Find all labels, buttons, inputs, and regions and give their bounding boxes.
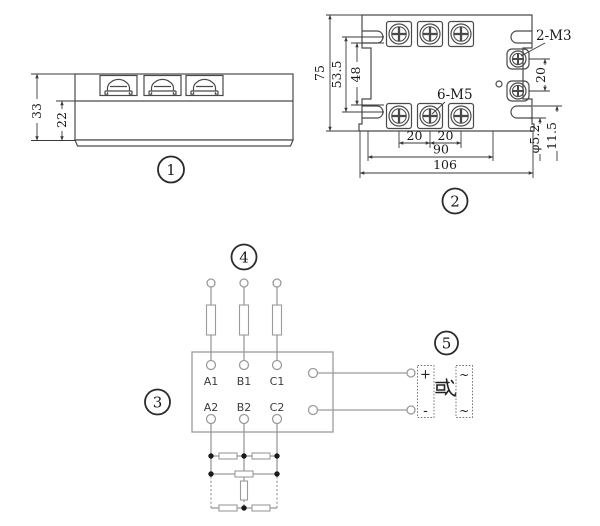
- terminal-b1: B1: [237, 375, 252, 388]
- load-resistor-bc: [251, 452, 271, 460]
- dc-plus-sign: +: [420, 368, 431, 383]
- dim-pitch2-text: 20: [438, 128, 454, 143]
- dimension-slot-span-53-5: 53.5: [329, 36, 384, 113]
- junction-dot: [241, 505, 247, 511]
- mount-slot-top-right: [510, 30, 532, 44]
- dim-phi-5-2-text: φ5.2: [527, 125, 542, 154]
- control-terminal-plus: [307, 367, 319, 379]
- control-terminal-minus: [307, 404, 319, 416]
- note-2-m3-text: 2-M3: [536, 28, 572, 44]
- dimension-body-height: 22: [54, 100, 75, 141]
- dim-53-5-text: 53.5: [329, 61, 344, 89]
- junction-dot: [208, 471, 214, 477]
- dim-90-text: 90: [433, 142, 449, 157]
- ssr-terminals: A1 B1 C1 A2 B2 C2: [204, 359, 319, 425]
- view-1-number: 1: [166, 161, 176, 179]
- dimension-m3-spacing-20: 20: [529, 58, 550, 92]
- side-view-body: [74, 73, 294, 141]
- dim-22-text: 22: [54, 112, 69, 128]
- ssr-body-outline: [191, 351, 334, 433]
- top-view-body: [358, 14, 535, 132]
- terminal-a1: A1: [204, 375, 219, 388]
- star-resistor-c: [251, 504, 271, 512]
- fuse-b: [238, 304, 250, 336]
- dim-48-text: 48: [348, 67, 363, 83]
- input-number: 4: [239, 249, 249, 267]
- view-1-callout: 1: [157, 155, 185, 184]
- supply-lines-and-fuses: [205, 278, 283, 361]
- dimension-total-height: 33: [29, 73, 75, 141]
- terminal-b2: B2: [237, 401, 252, 414]
- dim-11-5-text: 11.5: [544, 122, 559, 150]
- ac-source-box: [455, 365, 473, 418]
- view-2-callout: 2: [441, 187, 469, 215]
- dimension-slot-offset: 11.5: [533, 105, 562, 161]
- load-resistor-ac: [234, 470, 254, 478]
- or-character-glyph: [435, 378, 457, 397]
- side-view: 33 22 1: [29, 73, 294, 184]
- dim-33-text: 33: [29, 103, 44, 119]
- dim-106-text: 106: [433, 157, 457, 172]
- dim-pitch1-text: 20: [407, 128, 423, 143]
- fuse-c: [271, 304, 283, 336]
- module-number: 3: [153, 394, 163, 412]
- dimension-slot-diameter: φ5.2: [527, 117, 546, 161]
- annotation-2-m3: 2-M3: [520, 28, 572, 57]
- annotation-6-m5: 6-M5: [431, 87, 473, 115]
- star-resistor-b: [239, 480, 249, 501]
- dimension-mount-width-90: 90: [367, 131, 494, 161]
- ac-sign-top: ~: [459, 368, 469, 382]
- dc-minus-sign: -: [423, 404, 428, 419]
- junction-dot: [241, 453, 247, 459]
- led-indicator: [495, 80, 503, 88]
- wiring-diagram: 4 A1 B1 C1 A2 B2 C2: [144, 243, 473, 512]
- module-callout: 3: [144, 388, 171, 416]
- junction-dot: [274, 471, 280, 477]
- dim-m3-20-text: 20: [533, 67, 548, 83]
- junction-dot: [274, 453, 280, 459]
- ac-sign-bottom: ~: [459, 404, 469, 418]
- input-callout: 4: [230, 243, 258, 271]
- top-view: 75 53.5 48 20 φ5.2: [312, 14, 572, 215]
- terminal-c1: C1: [270, 375, 285, 388]
- dimension-screw-pitch: 20 20: [398, 128, 462, 148]
- dimension-height-75: 75: [312, 14, 362, 132]
- dc-source-box: [417, 365, 435, 418]
- terminal-c2: C2: [270, 401, 285, 414]
- note-6-m5-text: 6-M5: [437, 87, 473, 103]
- view-2-number: 2: [450, 193, 460, 211]
- dimension-total-width-106: 106: [359, 131, 534, 178]
- fuse-a: [205, 304, 217, 336]
- star-resistor-a: [218, 504, 238, 512]
- control-circuit: + - ~ ~: [317, 365, 473, 419]
- control-number: 5: [442, 335, 452, 353]
- load-network: [208, 423, 280, 512]
- control-callout: 5: [434, 330, 459, 356]
- junction-dot: [208, 453, 214, 459]
- dim-75-text: 75: [312, 65, 327, 81]
- dimension-inner-span-48: 48: [348, 42, 384, 106]
- mount-slot-bottom-right: [510, 105, 532, 119]
- side-view-base-plate: [74, 139, 294, 147]
- load-resistor-ab: [218, 452, 238, 460]
- terminal-a2: A2: [204, 401, 219, 414]
